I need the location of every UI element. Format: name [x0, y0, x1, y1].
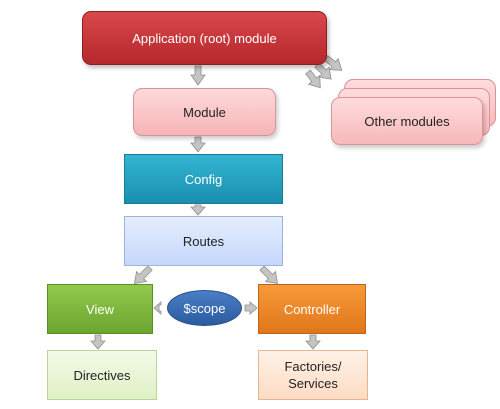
scope-label: $scope [183, 300, 226, 316]
application-root-module-box: Application (root) module [82, 11, 327, 65]
module-box: Module [133, 88, 276, 136]
arrow-module-to-config [190, 136, 206, 153]
controller-label: Controller [283, 301, 341, 317]
arrows-root-to-other-modules [305, 55, 343, 89]
directives-label: Directives [73, 367, 131, 383]
view-label: View [86, 301, 114, 317]
controller-box: Controller [258, 284, 366, 334]
application-root-module-label: Application (root) module [132, 30, 277, 46]
other-modules-box: Other modules [331, 97, 483, 145]
module-label: Module [183, 104, 226, 120]
arrow-view-scope-bidirectional [153, 301, 162, 315]
factories-services-box: Factories/ Services [258, 350, 368, 400]
arrow-routes-to-controller [259, 265, 279, 285]
arrow-root-to-module [190, 65, 206, 86]
arrow-config-to-routes [190, 204, 206, 216]
config-box: Config [124, 154, 283, 204]
view-box: View [47, 284, 153, 334]
scope-ellipse: $scope [167, 290, 242, 326]
arrow-scope-controller-bidirectional [244, 301, 258, 315]
config-label: Config [184, 171, 223, 187]
arrow-controller-to-factories [305, 334, 321, 350]
directives-box: Directives [47, 350, 157, 400]
arrow-view-to-directives [90, 334, 106, 350]
arrow-routes-to-view [133, 265, 153, 285]
factories-services-label: Factories/ Services [284, 359, 342, 391]
routes-box: Routes [124, 216, 283, 266]
other-modules-label: Other modules [364, 113, 450, 129]
routes-label: Routes [182, 233, 225, 249]
